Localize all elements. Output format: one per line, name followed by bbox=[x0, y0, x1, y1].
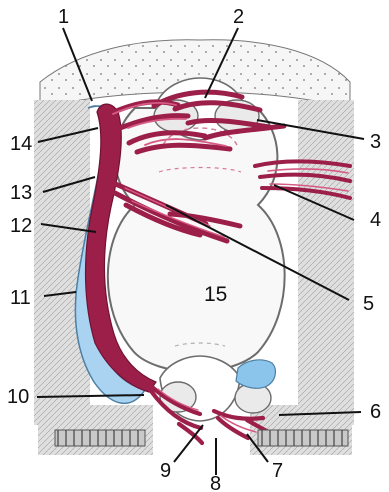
label-15: 15 bbox=[204, 283, 227, 306]
label-2: 2 bbox=[233, 6, 244, 28]
label-7: 7 bbox=[272, 460, 283, 482]
label-14: 14 bbox=[10, 133, 32, 155]
label-8: 8 bbox=[210, 473, 221, 492]
label-13: 13 bbox=[10, 182, 32, 204]
label-6: 6 bbox=[370, 401, 381, 423]
label-1: 1 bbox=[58, 6, 69, 28]
label-10: 10 bbox=[7, 386, 29, 408]
label-5: 5 bbox=[363, 293, 374, 315]
label-9: 9 bbox=[160, 460, 171, 482]
label-11: 11 bbox=[10, 287, 31, 309]
bottom-left-layer bbox=[55, 430, 145, 446]
label-12: 12 bbox=[10, 215, 32, 237]
lower-right-blue-patch bbox=[236, 360, 275, 388]
side-tissue-right bbox=[298, 100, 354, 425]
label-3: 3 bbox=[370, 131, 381, 153]
label-4: 4 bbox=[370, 209, 381, 231]
